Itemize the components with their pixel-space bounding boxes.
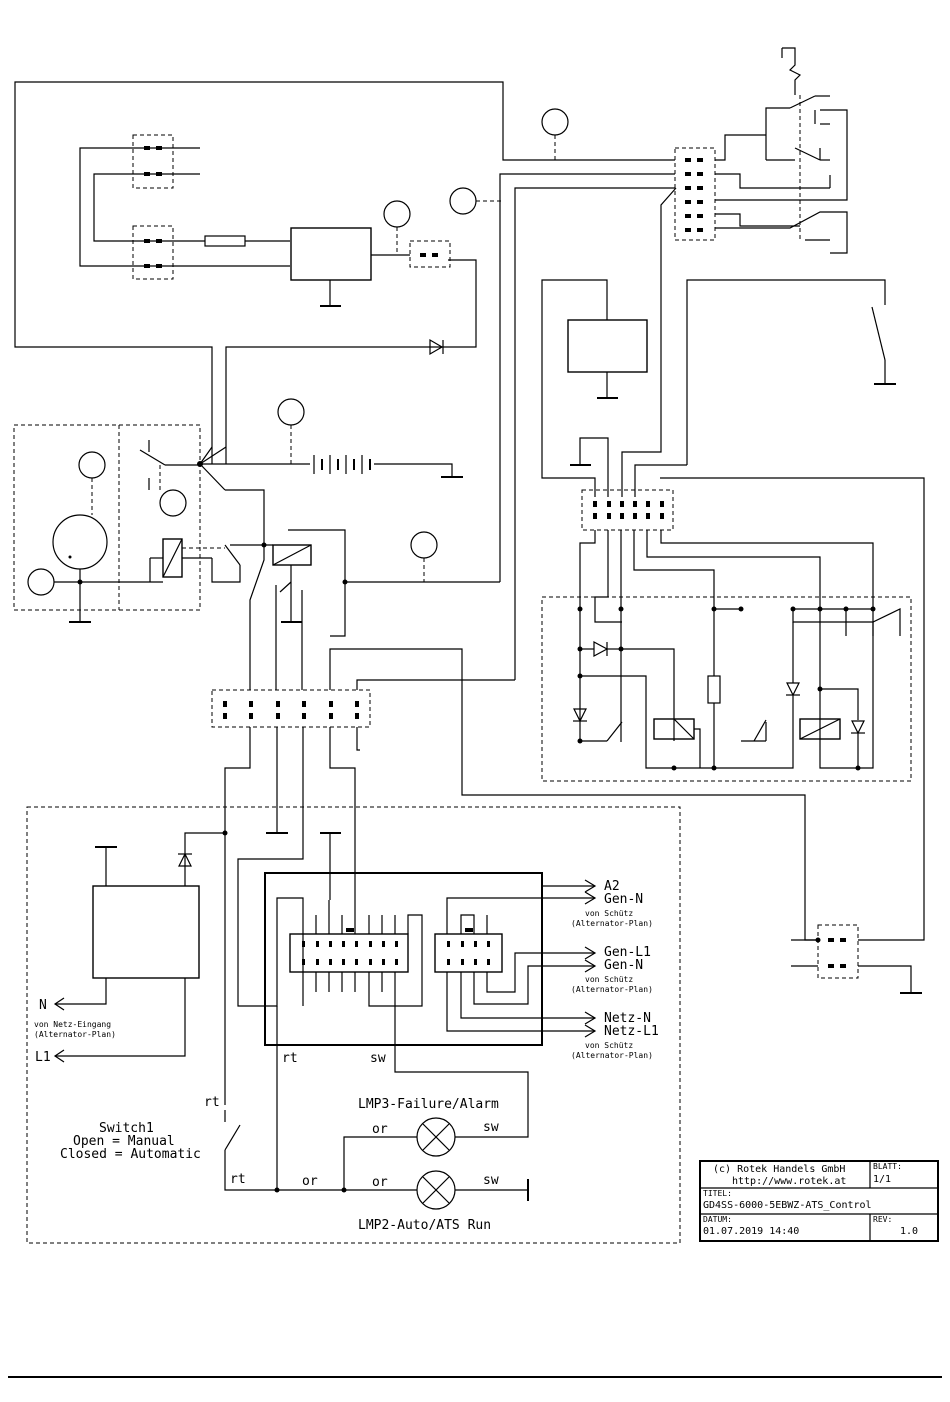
label-netz-n: Netz-N	[604, 1011, 651, 1026]
note-3a: von Schütz	[585, 1041, 633, 1050]
wire-rt-2: rt	[204, 1095, 220, 1110]
wire-labels: rt sw rt rt or or or sw sw	[204, 1051, 499, 1190]
note-1a: von Schütz	[585, 909, 633, 918]
tb-date-label: DATUM:	[703, 1215, 732, 1224]
middle-connector	[211, 648, 818, 1105]
switch1-title: Switch1	[99, 1121, 154, 1136]
note-2a: von Schütz	[585, 975, 633, 984]
wire-or-3: or	[372, 1175, 388, 1190]
wire-rt-1: rt	[282, 1051, 298, 1066]
wire-sw-2: sw	[483, 1120, 499, 1135]
tb-title-label: TITEL:	[703, 1189, 732, 1198]
tb-sheet-label: BLATT:	[873, 1162, 902, 1171]
bottom-panel	[26, 806, 681, 1244]
n-note-b: (Alternator-Plan)	[34, 1030, 116, 1039]
tb-sheet-value: 1/1	[873, 1174, 891, 1185]
tb-url: http://www.rotek.at	[732, 1176, 846, 1187]
lamp-labels: LMP3-Failure/Alarm LMP2-Auto/ATS Run	[358, 1097, 499, 1233]
switch1-open: Open = Manual	[73, 1134, 175, 1149]
note-1b: (Alternator-Plan)	[571, 919, 653, 928]
label-netz-l1: Netz-L1	[604, 1024, 659, 1039]
tb-date-value: 01.07.2019 14:40	[703, 1226, 799, 1237]
title-block: (c) Rotek Handels GmbH http://www.rotek.…	[699, 1160, 939, 1242]
terminal-pins-right	[447, 941, 490, 965]
switch1-legend: Switch1 Open = Manual Closed = Automatic	[60, 1121, 201, 1162]
wire-or-2: or	[372, 1122, 388, 1137]
top-wiring	[14, 47, 848, 680]
note-2b: (Alternator-Plan)	[571, 985, 653, 994]
lamp-lmp2-label: LMP2-Auto/ATS Run	[358, 1218, 491, 1233]
tb-rev-label: REV:	[873, 1215, 892, 1224]
tb-company: (c) Rotek Handels GmbH	[713, 1164, 845, 1175]
label-gen-n-2: Gen-N	[604, 958, 643, 973]
tb-rev-value: 1.0	[900, 1226, 918, 1237]
output-labels: A2 Gen-N von Schütz (Alternator-Plan) Ge…	[571, 879, 659, 1060]
tb-title-value: GD4SS-6000-5EBWZ-ATS_Control	[703, 1200, 872, 1211]
generator-section	[13, 398, 500, 690]
wire-sw-3: sw	[483, 1173, 499, 1188]
note-3b: (Alternator-Plan)	[571, 1051, 653, 1060]
lamp-lmp3-label: LMP3-Failure/Alarm	[358, 1097, 499, 1112]
input-labels: N von Netz-Eingang (Alternator-Plan) L1	[34, 998, 116, 1065]
label-n: N	[39, 998, 47, 1013]
label-a2: A2	[604, 879, 620, 894]
wire-or-1: or	[302, 1174, 318, 1189]
label-l1: L1	[35, 1050, 51, 1065]
n-note-a: von Netz-Eingang	[34, 1020, 111, 1029]
ats-controller	[541, 279, 925, 994]
switch1-closed: Closed = Automatic	[60, 1147, 201, 1162]
label-gen-n-1: Gen-N	[604, 892, 643, 907]
label-gen-l1: Gen-L1	[604, 945, 651, 960]
terminal-pins-left	[302, 941, 398, 965]
wire-sw-1: sw	[370, 1051, 386, 1066]
wire-rt-3: rt	[230, 1172, 246, 1187]
